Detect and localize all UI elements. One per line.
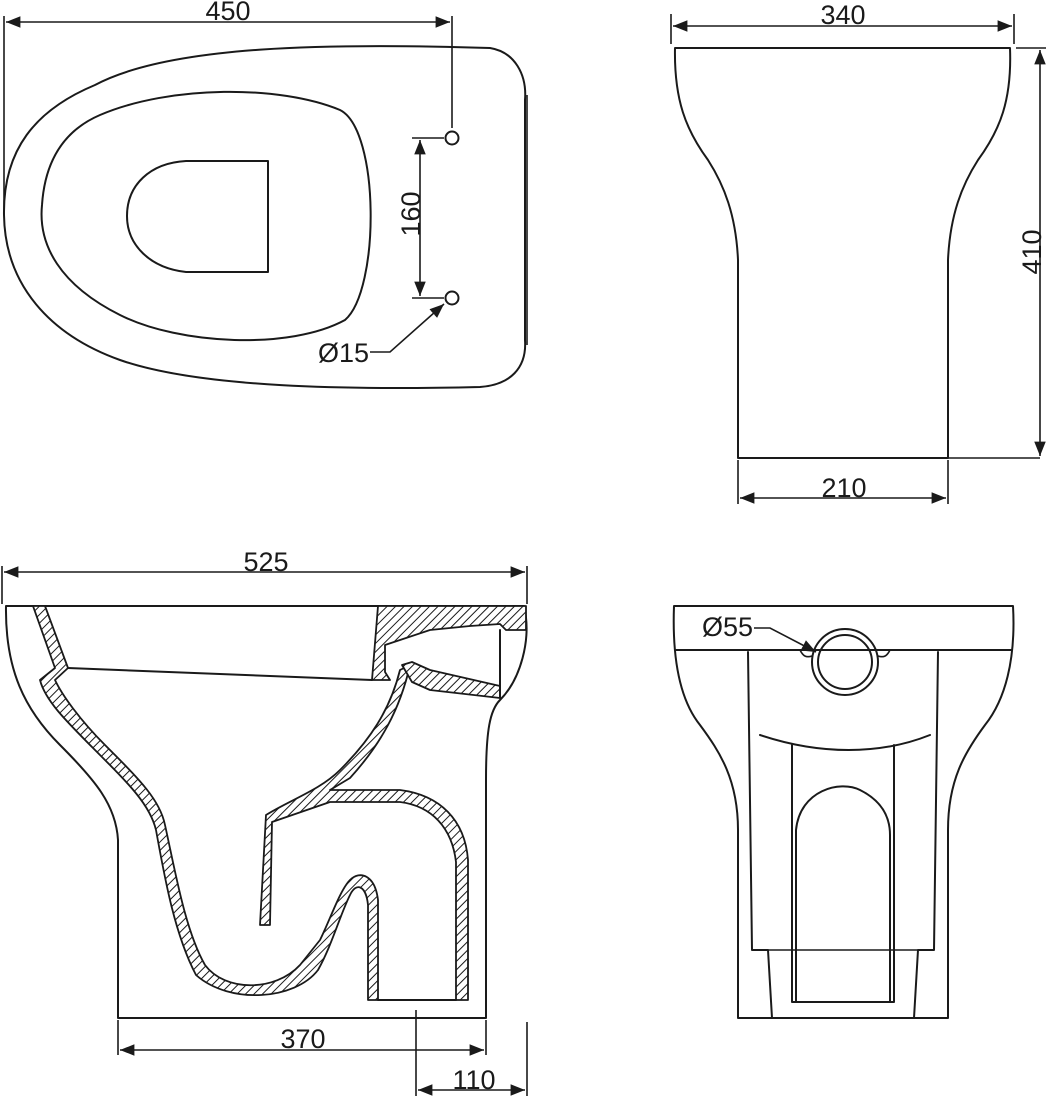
waste-opening (126, 160, 269, 273)
bowl-rim (40, 90, 372, 342)
inlet-notch-left (799, 649, 813, 658)
inlet-notch-right (877, 649, 891, 658)
trap-back (791, 744, 895, 1003)
base-width-label: 210 (821, 473, 866, 503)
rear-view-outline (672, 605, 1015, 1019)
base-length-label: 370 (280, 1024, 325, 1054)
rim-section (371, 605, 527, 681)
side-view-outline (4, 605, 528, 1019)
front-height-label: 410 (1017, 229, 1047, 274)
front-width-label: 340 (820, 0, 865, 30)
inlet-section (401, 661, 501, 699)
inner-pedestal-left (747, 651, 773, 1019)
inlet-outer-icon (811, 628, 879, 696)
fixing-centres-label: 160 (396, 191, 426, 236)
trap-wall-section (259, 664, 469, 1001)
front-view: 340 410 210 (670, 0, 1047, 504)
inlet-leader (754, 627, 817, 653)
hole-leader (370, 303, 445, 353)
inlet-inner-icon (817, 634, 873, 690)
outlet-offset-label: 110 (452, 1065, 495, 1095)
inner-pedestal-right (913, 651, 939, 1019)
fixing-hole-top-icon (444, 130, 460, 146)
pedestal-shoulder (759, 734, 931, 751)
side-section-view: 525 370 110 (1, 547, 528, 1096)
front-view-outline (673, 47, 1012, 459)
inlet-diameter-label: Ø55 (702, 612, 753, 642)
rear-view: Ø55 (672, 605, 1015, 1019)
hole-diameter-label: Ø15 (318, 338, 369, 368)
side-length-label: 525 (243, 547, 288, 577)
top-view-outline (2, 45, 527, 390)
fixing-hole-bottom-icon (444, 290, 460, 306)
bowl-wall-section (32, 605, 379, 1001)
top-view: 450 160 Ø15 (2, 0, 528, 390)
trap-arch (795, 785, 891, 1003)
bowl-base-line (67, 667, 373, 681)
top-width-label: 450 (205, 0, 250, 26)
